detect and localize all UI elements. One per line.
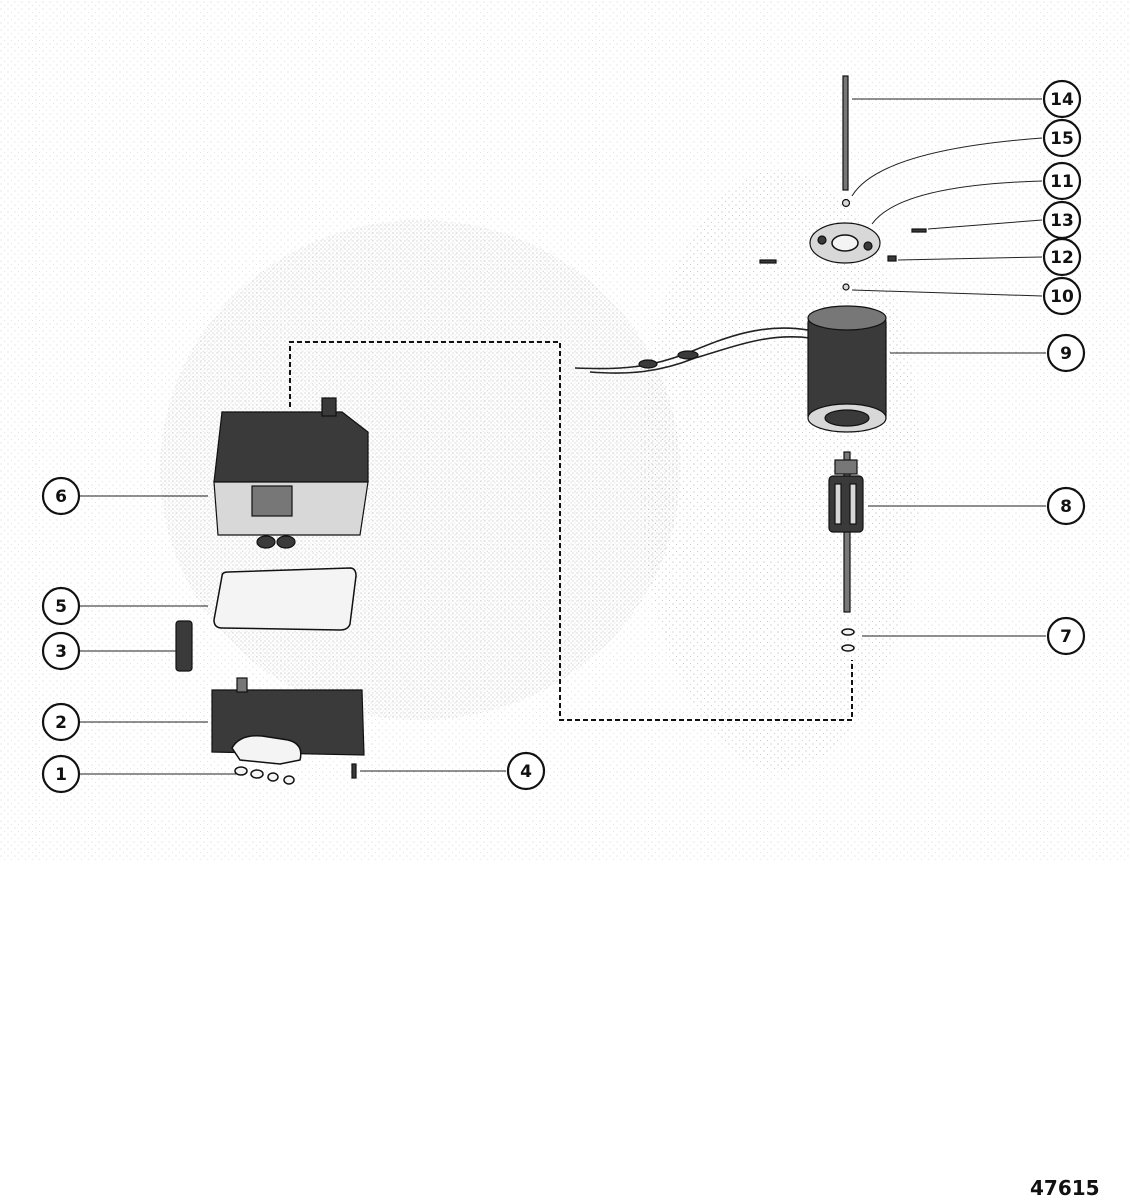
part-1-o-rings — [234, 766, 295, 785]
callout-12-label: 12 — [1050, 248, 1074, 268]
callout-2: 2 — [41, 702, 81, 742]
callout-2-label: 2 — [55, 713, 67, 733]
callout-9-label: 9 — [1060, 344, 1072, 364]
callout-12: 12 — [1042, 237, 1082, 277]
callout-7: 7 — [1046, 616, 1086, 656]
callout-11: 11 — [1042, 161, 1082, 201]
part-2-pump-body — [211, 677, 365, 765]
callout-8-label: 8 — [1060, 497, 1072, 517]
part-8-armature — [828, 451, 864, 613]
assembly-dashed-line — [289, 341, 853, 721]
callout-15: 15 — [1042, 118, 1082, 158]
callout-3: 3 — [41, 631, 81, 671]
part-12-clip — [887, 255, 897, 262]
callout-6-label: 6 — [55, 487, 67, 507]
part-4-screw — [351, 763, 357, 779]
part-15-washer — [841, 198, 851, 208]
part-5-gasket — [213, 567, 357, 631]
part-9-motor-frame — [574, 305, 887, 433]
figure-number: 47615 — [1030, 1176, 1100, 1200]
callout-14-label: 14 — [1050, 90, 1074, 110]
callout-4: 4 — [506, 751, 546, 791]
callout-6: 6 — [41, 476, 81, 516]
background-texture — [0, 0, 1130, 860]
callout-9: 9 — [1046, 333, 1086, 373]
leader-lines — [80, 98, 1046, 775]
callout-11-label: 11 — [1050, 172, 1074, 192]
part-7-thrust-washers — [841, 628, 855, 652]
callout-15-label: 15 — [1050, 129, 1074, 149]
part-14-shaft — [842, 75, 849, 191]
callout-8: 8 — [1046, 486, 1086, 526]
callout-4-label: 4 — [520, 762, 532, 782]
part-10-washer — [842, 283, 850, 291]
part-13-screw — [911, 228, 927, 233]
callout-10: 10 — [1042, 276, 1082, 316]
callout-5-label: 5 — [55, 597, 67, 617]
callout-14: 14 — [1042, 79, 1082, 119]
callout-5: 5 — [41, 586, 81, 626]
callout-13: 13 — [1042, 200, 1082, 240]
callout-7-label: 7 — [1060, 627, 1072, 647]
part-11-brush-plate — [809, 222, 881, 264]
callout-3-label: 3 — [55, 642, 67, 662]
callout-1: 1 — [41, 754, 81, 794]
part-6-housing — [213, 397, 369, 549]
part-3-filter — [175, 620, 193, 672]
callout-13-label: 13 — [1050, 211, 1074, 231]
callout-10-label: 10 — [1050, 287, 1074, 307]
brush-spring — [759, 259, 777, 264]
callout-1-label: 1 — [55, 765, 67, 785]
